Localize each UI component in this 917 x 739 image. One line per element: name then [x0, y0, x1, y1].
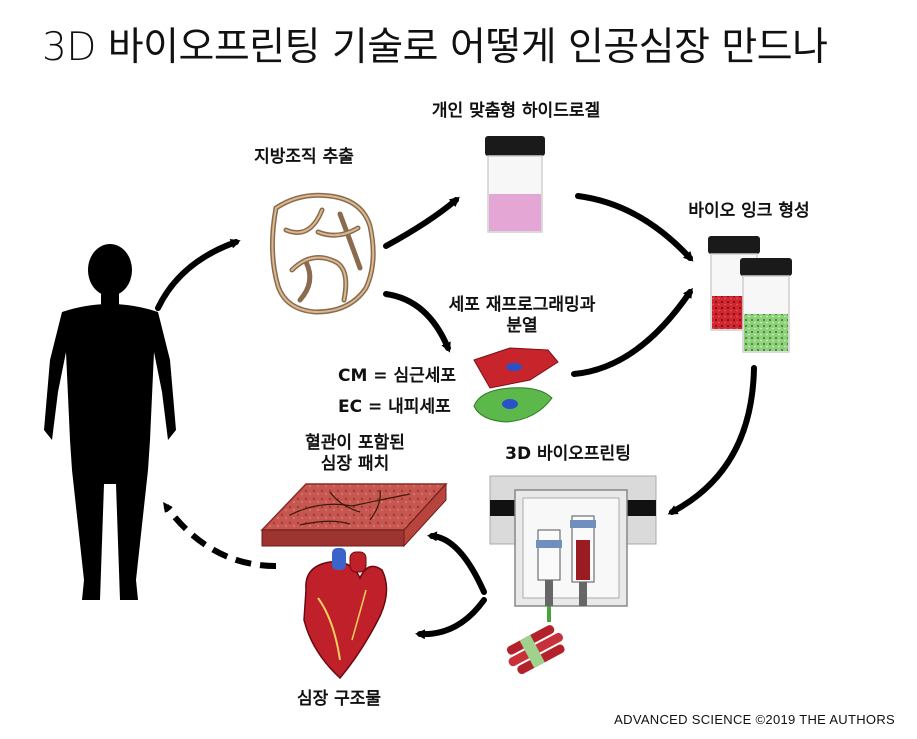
arrow-bioink-to-printer: [667, 365, 757, 515]
label-heart: 심장 구조물: [296, 689, 382, 709]
bioprinter-illustration: [489, 475, 657, 622]
label-bioprinting: 3D 바이오프린팅: [505, 444, 631, 464]
arrow-printer-to-patch: [427, 531, 487, 595]
arrow-printer-to-heart: [415, 597, 487, 640]
page-title: 3D 바이오프린팅 기술로 어떻게 인공심장 만드나: [42, 25, 828, 70]
arrow-fat-to-cells: [383, 291, 451, 353]
label-bioink: 바이오 잉크 형성: [688, 201, 810, 221]
endothelial-cell: [473, 387, 553, 423]
label-patch-line2: 심장 패치: [320, 454, 390, 474]
label-ec: EC = 내피세포: [338, 397, 451, 417]
label-reprogramming: 세포 재프로그래밍과 분열: [438, 295, 606, 337]
cardiomyocyte-cell: [473, 347, 559, 389]
label-patch: 혈관이 포함된 심장 패치: [290, 433, 420, 475]
heart-illustration: [303, 548, 388, 680]
label-reprogramming-line2: 분열: [506, 316, 538, 336]
arrow-fat-to-hydrogel: [383, 196, 460, 249]
printed-strands: [506, 625, 565, 675]
arrow-human-to-fat: [155, 238, 241, 311]
hydrogel-jar: [485, 136, 545, 233]
arrow-hydrogel-to-bioink: [575, 193, 694, 262]
label-cm: CM = 심근세포: [338, 366, 457, 386]
cardiac-patch: [260, 482, 448, 548]
arrow-cells-to-bioink: [571, 287, 693, 377]
label-hydrogel: 개인 맞춤형 하이드로겔: [431, 101, 601, 121]
label-fat-tissue: 지방조직 추출: [254, 147, 354, 167]
label-reprogramming-line1: 세포 재프로그래밍과: [448, 295, 596, 315]
credit-text: ADVANCED SCIENCE ©2019 THE AUTHORS: [614, 712, 895, 727]
arrow-dashed-to-human: [163, 501, 277, 569]
human-silhouette: [44, 244, 176, 600]
bioink-jars: [708, 236, 792, 353]
fat-tissue-illustration: [269, 192, 376, 315]
label-patch-line1: 혈관이 포함된: [305, 433, 405, 453]
